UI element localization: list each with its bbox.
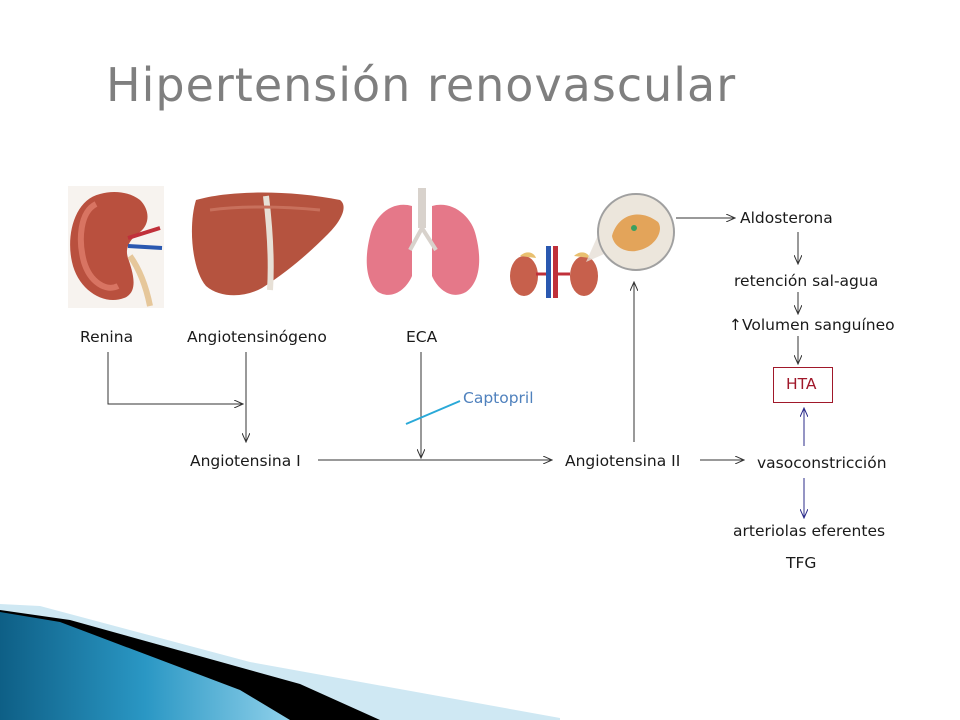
renina-label: Renina [80,328,134,346]
liver-image [191,192,344,296]
tfg-label: TFG [786,554,817,572]
captopril-label: Captopril [463,389,534,407]
angiotensina-ii-label: Angiotensina II [565,452,681,470]
teal-band [0,612,290,720]
vasoconstriccion-label: vasoconstricción [757,454,887,472]
eca-label: ECA [406,328,438,346]
aldosterona-label: Aldosterona [740,209,833,227]
page-title: Hipertensión renovascular [106,58,737,112]
renina-arrow [107,352,243,404]
retencion-label: retención sal-agua [734,272,879,290]
kidneys-adrenal-image [510,246,598,298]
kidney-image [68,186,164,308]
angiotensinogeno-label: Angiotensinógeno [187,328,327,346]
hta-label: HTA [786,375,817,393]
captopril-inhibition-line [405,400,461,425]
volumen-label: ↑Volumen sanguíneo [729,316,895,334]
arteriolas-label: arteriolas eferentes [733,522,886,540]
hta-box [773,367,833,403]
angiotensina-i-label: Angiotensina I [190,452,301,470]
lungs-image [366,188,480,295]
adrenal-magnified-image [586,193,675,271]
